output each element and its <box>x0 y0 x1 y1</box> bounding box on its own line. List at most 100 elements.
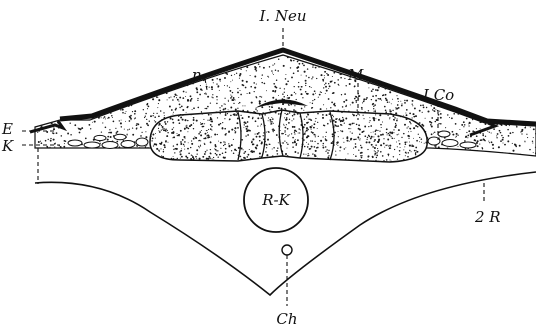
stipple-dot <box>173 67 174 68</box>
stipple-dot <box>455 137 456 138</box>
stipple-dot <box>56 132 58 134</box>
stipple-dot <box>211 118 213 120</box>
stipple-dot <box>97 71 99 73</box>
stipple-dot <box>307 113 308 114</box>
stipple-dot <box>397 118 398 119</box>
stipple-dot <box>258 162 259 163</box>
stipple-dot <box>324 160 325 161</box>
stipple-dot <box>408 138 409 139</box>
stipple-dot <box>67 112 68 113</box>
stipple-dot <box>206 108 208 110</box>
stipple-dot <box>71 60 72 61</box>
stipple-dot <box>332 136 334 138</box>
stipple-dot <box>331 102 333 104</box>
stipple-dot <box>320 91 321 92</box>
stipple-dot <box>253 160 255 162</box>
stipple-dot <box>72 54 73 55</box>
stipple-dot <box>189 161 190 162</box>
stipple-dot <box>253 144 254 145</box>
stipple-dot <box>211 97 212 98</box>
stipple-dot <box>294 86 295 87</box>
stipple-dot <box>385 110 387 112</box>
stipple-dot <box>61 135 63 137</box>
stipple-dot <box>528 73 530 75</box>
stipple-dot <box>310 140 311 141</box>
stipple-dot <box>98 62 99 63</box>
stipple-dot <box>158 128 159 129</box>
stipple-dot <box>395 107 396 108</box>
stipple-dot <box>60 107 62 109</box>
stipple-dot <box>278 142 279 143</box>
stipple-dot <box>519 145 521 147</box>
stipple-dot <box>518 97 519 98</box>
stipple-dot <box>373 117 375 119</box>
stipple-dot <box>521 117 522 118</box>
stipple-dot <box>93 106 95 108</box>
stipple-dot <box>332 133 334 135</box>
stipple-dot <box>479 79 481 81</box>
stipple-dot <box>125 121 126 122</box>
stipple-dot <box>504 105 506 107</box>
stipple-dot <box>457 135 458 136</box>
stipple-dot <box>438 114 440 116</box>
stipple-dot <box>418 77 420 79</box>
stipple-dot <box>313 123 315 125</box>
stipple-dot <box>177 71 179 73</box>
stipple-dot <box>132 50 134 52</box>
stipple-dot <box>165 123 167 125</box>
stipple-dot <box>70 79 72 81</box>
stipple-dot <box>298 86 300 88</box>
stipple-dot <box>307 68 308 69</box>
stipple-dot <box>183 91 185 93</box>
stipple-dot <box>283 124 284 125</box>
stipple-dot <box>499 66 501 68</box>
stipple-dot <box>188 162 190 164</box>
stipple-dot <box>221 105 223 107</box>
stipple-dot <box>48 64 49 65</box>
stipple-dot <box>152 98 154 100</box>
stipple-dot <box>120 58 122 60</box>
stipple-dot <box>327 58 329 60</box>
stipple-dot <box>250 49 251 50</box>
stipple-dot <box>444 76 445 77</box>
stipple-dot <box>289 105 290 106</box>
stipple-dot <box>435 152 436 153</box>
stipple-dot <box>242 84 244 86</box>
stipple-dot <box>185 138 186 139</box>
stipple-dot <box>263 67 265 69</box>
stipple-dot <box>399 154 400 155</box>
stipple-dot <box>491 64 492 65</box>
stipple-dot <box>49 147 50 148</box>
stipple-dot <box>48 93 50 95</box>
stipple-dot <box>174 78 175 79</box>
stipple-dot <box>345 99 347 101</box>
stipple-dot <box>136 127 137 128</box>
stipple-dot <box>233 153 235 155</box>
stipple-dot <box>190 124 192 126</box>
stipple-dot <box>273 147 275 149</box>
stipple-dot <box>160 148 161 149</box>
stipple-dot <box>55 85 56 86</box>
stipple-dot <box>106 149 108 151</box>
stipple-dot <box>92 122 93 123</box>
stipple-dot <box>373 119 375 121</box>
stipple-dot <box>118 61 120 63</box>
stipple-dot <box>417 126 419 128</box>
stipple-dot <box>49 155 50 156</box>
stipple-dot <box>271 106 273 108</box>
stipple-dot <box>80 60 82 62</box>
stipple-dot <box>272 104 273 105</box>
stipple-dot <box>383 143 385 145</box>
stipple-dot <box>412 100 414 102</box>
stipple-dot <box>101 91 103 93</box>
stipple-dot <box>358 150 359 151</box>
stipple-dot <box>418 160 419 161</box>
stipple-dot <box>458 146 459 147</box>
stipple-dot <box>311 129 312 130</box>
stipple-dot <box>368 126 369 127</box>
stipple-dot <box>117 50 119 52</box>
stipple-dot <box>41 121 43 123</box>
stipple-dot <box>74 56 76 58</box>
stipple-dot <box>326 132 327 133</box>
stipple-dot <box>473 61 475 63</box>
